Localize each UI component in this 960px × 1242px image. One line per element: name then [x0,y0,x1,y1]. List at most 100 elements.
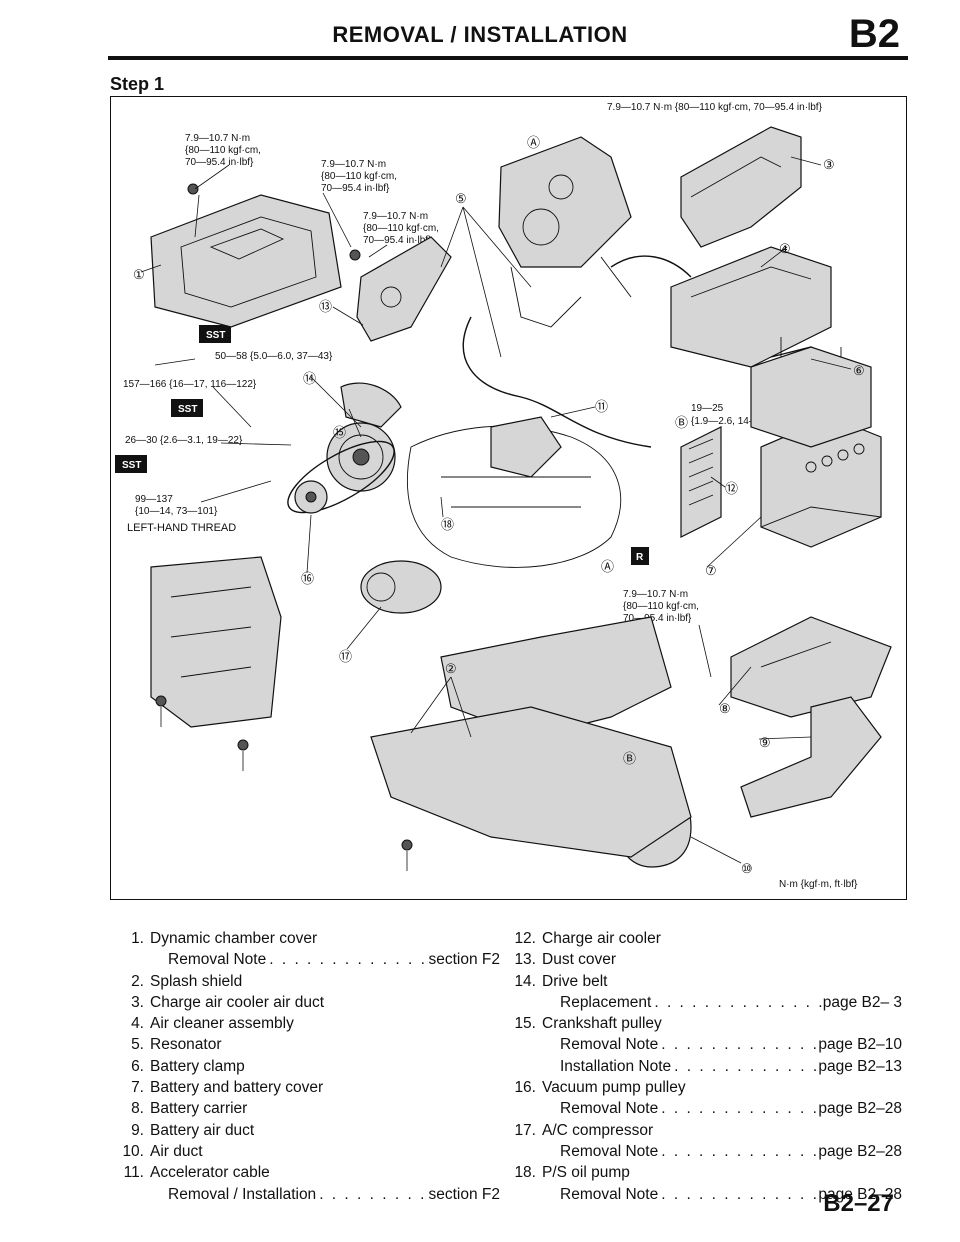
torque-spec-g: 99—137 {10—14, 73—101} [135,494,218,517]
legend-item: 4.Air cleaner assembly [131,1015,294,1033]
legend-subitem: Installation Notepage B2–13 [512,1056,902,1077]
callout-13: ⑬ [319,299,332,314]
callout-2: ② [445,661,457,676]
dust-cover-drawing [356,236,452,342]
splash-shield-drawing [150,556,282,728]
svg-text:7.9—10.7 N·m: 7.9—10.7 N·m [363,211,428,222]
callout-3: ③ [823,157,835,172]
charge-air-cooler-duct-drawing [680,126,802,248]
left-hand-thread-note: LEFT-HAND THREAD [127,522,236,534]
legend-item: 8.Battery carrier [131,1100,248,1118]
svg-text:70—95.4 in·lbf}: 70—95.4 in·lbf} [623,613,692,624]
callout-4: ④ [779,241,791,256]
legend-subitem: Replacementpage B2– 3 [512,992,902,1013]
ref-a-bottom: Ⓐ [601,559,614,574]
battery-air-duct-drawing [740,696,882,818]
svg-text:SST: SST [178,404,197,415]
svg-text:99—137: 99—137 [135,494,173,505]
legend-item: 13.Dust cover [514,951,617,969]
svg-text:7.9—10.7 N·m: 7.9—10.7 N·m [185,133,250,144]
ref-b-right: Ⓑ [675,415,688,430]
ref-a-top: Ⓐ [527,135,540,150]
resonator-drawing [498,136,632,328]
legend-item: 7.Battery and battery cover [131,1079,324,1097]
page-title: REMOVAL / INSTALLATION [332,22,628,47]
svg-text:70—95.4 in·lbf}: 70—95.4 in·lbf} [363,235,432,246]
legend-item: 12.Charge air cooler [514,930,661,947]
svg-text:{1.9—2.6, 14—18}: {1.9—2.6, 14—18} [691,416,774,427]
callout-5: ⑤ [455,191,467,206]
svg-text:7.9—10.7 N·m: 7.9—10.7 N·m [321,159,386,170]
charge-air-cooler-drawing [680,426,722,538]
step-label: Step 1 [110,74,165,94]
legend-item: 18.P/S oil pump [514,1164,630,1182]
throttle-body-drawing [490,416,562,478]
legend-subitem: Removal Notesection F2 [120,949,500,970]
page-number: B2–27 [823,1190,894,1217]
callout-8: ⑧ [719,701,731,716]
svg-text:70—95.4 in·lbf}: 70—95.4 in·lbf} [321,183,390,194]
callout-6: ⑥ [853,363,865,378]
ref-b-bottom: Ⓑ [623,751,636,766]
svg-text:19—25: 19—25 [691,403,724,414]
sst-badge-1: SST [199,325,231,343]
legend-item: 5.Resonator [131,1036,222,1054]
torque-spec-i: 7.9—10.7 N·m {80—110 kgf·cm, 70—95.4 in·… [623,589,699,624]
legend-item: 15.Crankshaft pulley [514,1015,662,1033]
callout-11: ⑪ [595,399,608,414]
callout-15: ⑮ [333,425,346,440]
torque-spec-h: 19—25 {1.9—2.6, 14—18} [691,403,774,427]
svg-text:R: R [636,552,644,563]
legend-subitem: Removal Notepage B2–10 [512,1034,902,1055]
header-rule [108,56,908,60]
callout-9: ⑨ [759,735,771,750]
svg-text:{80—110 kgf·cm,: {80—110 kgf·cm, [185,145,261,156]
callout-17: ⑰ [339,649,352,664]
svg-text:{80—110 kgf·cm,: {80—110 kgf·cm, [623,601,699,612]
legend-subitem: Removal Notepage B2–28 [512,1098,902,1119]
svg-text:70—95.4 in·lbf}: 70—95.4 in·lbf} [185,157,254,168]
legend-item: 11.Accelerator cable [123,1164,270,1182]
torque-spec-f: 26—30 {2.6—3.1, 19—22} [125,435,243,446]
legend-subitem: Removal / Installationsection F2 [120,1184,500,1205]
ps-oil-pump-drawing [340,382,402,428]
torque-spec-c: 7.9—10.7 N·m {80—110 kgf·cm, 70—95.4 in·… [363,211,439,246]
ac-compressor-drawing [360,560,442,614]
callout-14: ⑭ [303,371,316,386]
torque-spec-e: 157—166 {16—17, 116—122} [123,379,257,390]
callout-18: ⑱ [441,517,454,532]
svg-text:{80—110 kgf·cm,: {80—110 kgf·cm, [321,171,397,182]
callout-12: ⑫ [725,481,738,496]
unit-note: N·m {kgf·m, ft·lbf} [779,879,858,890]
svg-text:SST: SST [206,330,225,341]
legend-item: 10.Air duct [122,1142,203,1160]
battery-carrier-drawing [730,616,892,718]
legend-item: 16.Vacuum pump pulley [514,1079,686,1097]
legend-item: 14.Drive belt [514,972,608,990]
front-under-cover-drawing [370,616,692,858]
callout-10: ⑩ [741,861,753,876]
parts-legend-left: 1.Dynamic chamber cover Removal Notesect… [120,928,500,1205]
svg-text:{10—14, 73—101}: {10—14, 73—101} [135,506,218,517]
sst-badge-2: SST [171,399,203,417]
torque-spec-top: 7.9—10.7 N·m {80—110 kgf·cm, 70—95.4 in·… [607,102,823,113]
dynamic-chamber-cover-drawing [150,183,342,328]
callout-7: ⑦ [705,563,717,578]
vacuum-pump-pulley-drawing [294,480,328,514]
legend-item: 6.Battery clamp [131,1057,245,1075]
sst-badge-3: SST [115,455,147,473]
battery-cover-drawing [750,346,872,448]
svg-text:7.9—10.7 N·m: 7.9—10.7 N·m [623,589,688,600]
exploded-view-diagram: 7.9—10.7 N·m {80—110 kgf·cm, 70—95.4 in·… [110,96,907,900]
legend-item: 3.Charge air cooler air duct [131,993,325,1011]
legend-item: 1.Dynamic chamber cover [131,930,318,947]
torque-spec-b: 7.9—10.7 N·m {80—110 kgf·cm, 70—95.4 in·… [321,159,397,194]
drive-belt-drawing [287,440,395,514]
svg-text:{80—110 kgf·cm,: {80—110 kgf·cm, [363,223,439,234]
legend-subitem: Removal Notepage B2–28 [512,1141,902,1162]
torque-spec-d: 50—58 {5.0—6.0, 37—43} [215,351,333,362]
parts-legend-right: 12.Charge air cooler 13.Dust cover 14.Dr… [512,928,902,1205]
svg-text:SST: SST [122,460,141,471]
legend-item: 9.Battery air duct [131,1121,255,1139]
torque-spec-a: 7.9—10.7 N·m {80—110 kgf·cm, 70—95.4 in·… [185,133,261,168]
